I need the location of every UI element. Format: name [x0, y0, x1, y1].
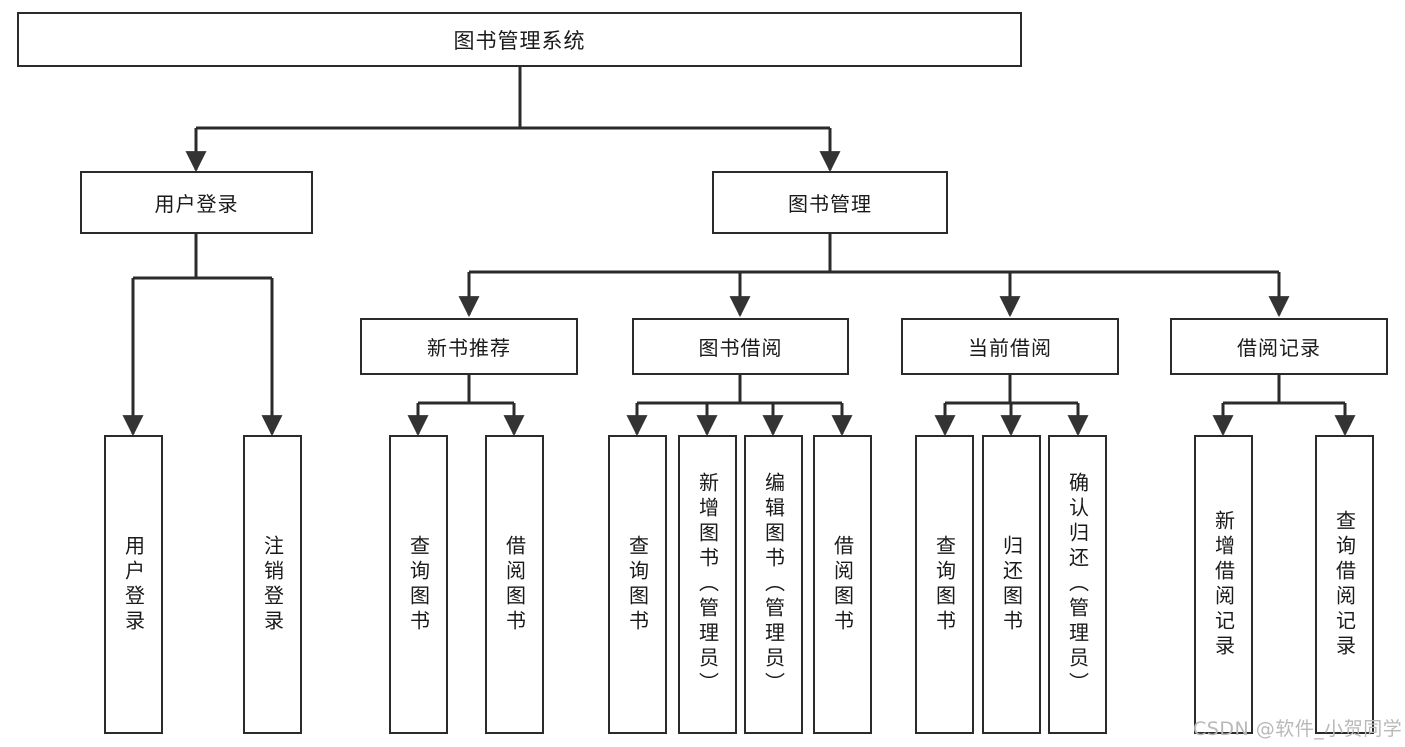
node-borrow-record[interactable]: 借阅记录 — [1170, 318, 1388, 375]
node-leaf-query-book-current-label: 查询图书 — [932, 534, 957, 635]
node-leaf-add-book-admin-label: 新增图书（管理员） — [695, 472, 720, 697]
watermark-text: CSDN @软件_小贺同学 — [1193, 718, 1403, 740]
node-borrow-record-label: 借阅记录 — [1237, 336, 1321, 360]
node-current-borrow-label: 当前借阅 — [968, 336, 1052, 360]
node-current-borrow[interactable]: 当前借阅 — [901, 318, 1119, 375]
node-leaf-add-book-admin[interactable]: 新增图书（管理员） — [678, 435, 737, 734]
node-leaf-user-login-label: 用户登录 — [121, 534, 146, 635]
node-book-borrow-label: 图书借阅 — [698, 336, 783, 360]
node-leaf-user-login[interactable]: 用户登录 — [104, 435, 163, 734]
node-leaf-confirm-return-admin-label: 确认归还（管理员） — [1065, 472, 1090, 697]
node-leaf-query-borrow-record-label: 查询借阅记录 — [1332, 509, 1357, 660]
node-leaf-borrow-book-recommend[interactable]: 借阅图书 — [485, 435, 544, 734]
node-new-book-recommend-label: 新书推荐 — [427, 336, 511, 360]
node-book-management[interactable]: 图书管理 — [712, 171, 948, 234]
node-user-login[interactable]: 用户登录 — [80, 171, 313, 234]
node-leaf-add-borrow-record[interactable]: 新增借阅记录 — [1194, 435, 1253, 734]
node-book-management-label: 图书管理 — [788, 192, 872, 216]
node-leaf-borrow-book-label: 借阅图书 — [830, 534, 855, 635]
node-leaf-edit-book-admin[interactable]: 编辑图书（管理员） — [744, 435, 803, 734]
node-leaf-logout[interactable]: 注销登录 — [243, 435, 302, 734]
node-leaf-query-book-recommend-label: 查询图书 — [406, 534, 431, 635]
node-leaf-edit-book-admin-label: 编辑图书（管理员） — [761, 472, 786, 697]
node-leaf-query-book-current[interactable]: 查询图书 — [915, 435, 974, 734]
node-root-label: 图书管理系统 — [453, 28, 586, 53]
node-leaf-query-book-recommend[interactable]: 查询图书 — [389, 435, 448, 734]
node-leaf-borrow-book-recommend-label: 借阅图书 — [502, 534, 527, 635]
node-leaf-borrow-book[interactable]: 借阅图书 — [813, 435, 872, 734]
node-leaf-query-book-borrow-label: 查询图书 — [625, 534, 650, 635]
node-root[interactable]: 图书管理系统 — [17, 12, 1022, 67]
node-leaf-return-book-label: 归还图书 — [999, 534, 1024, 635]
node-leaf-confirm-return-admin[interactable]: 确认归还（管理员） — [1048, 435, 1107, 734]
node-book-borrow[interactable]: 图书借阅 — [632, 318, 849, 375]
node-leaf-logout-label: 注销登录 — [260, 534, 285, 635]
node-user-login-label: 用户登录 — [154, 192, 239, 216]
node-leaf-query-borrow-record[interactable]: 查询借阅记录 — [1315, 435, 1374, 734]
node-leaf-return-book[interactable]: 归还图书 — [982, 435, 1041, 734]
node-new-book-recommend[interactable]: 新书推荐 — [360, 318, 578, 375]
node-leaf-add-borrow-record-label: 新增借阅记录 — [1211, 509, 1236, 660]
node-leaf-query-book-borrow[interactable]: 查询图书 — [608, 435, 667, 734]
